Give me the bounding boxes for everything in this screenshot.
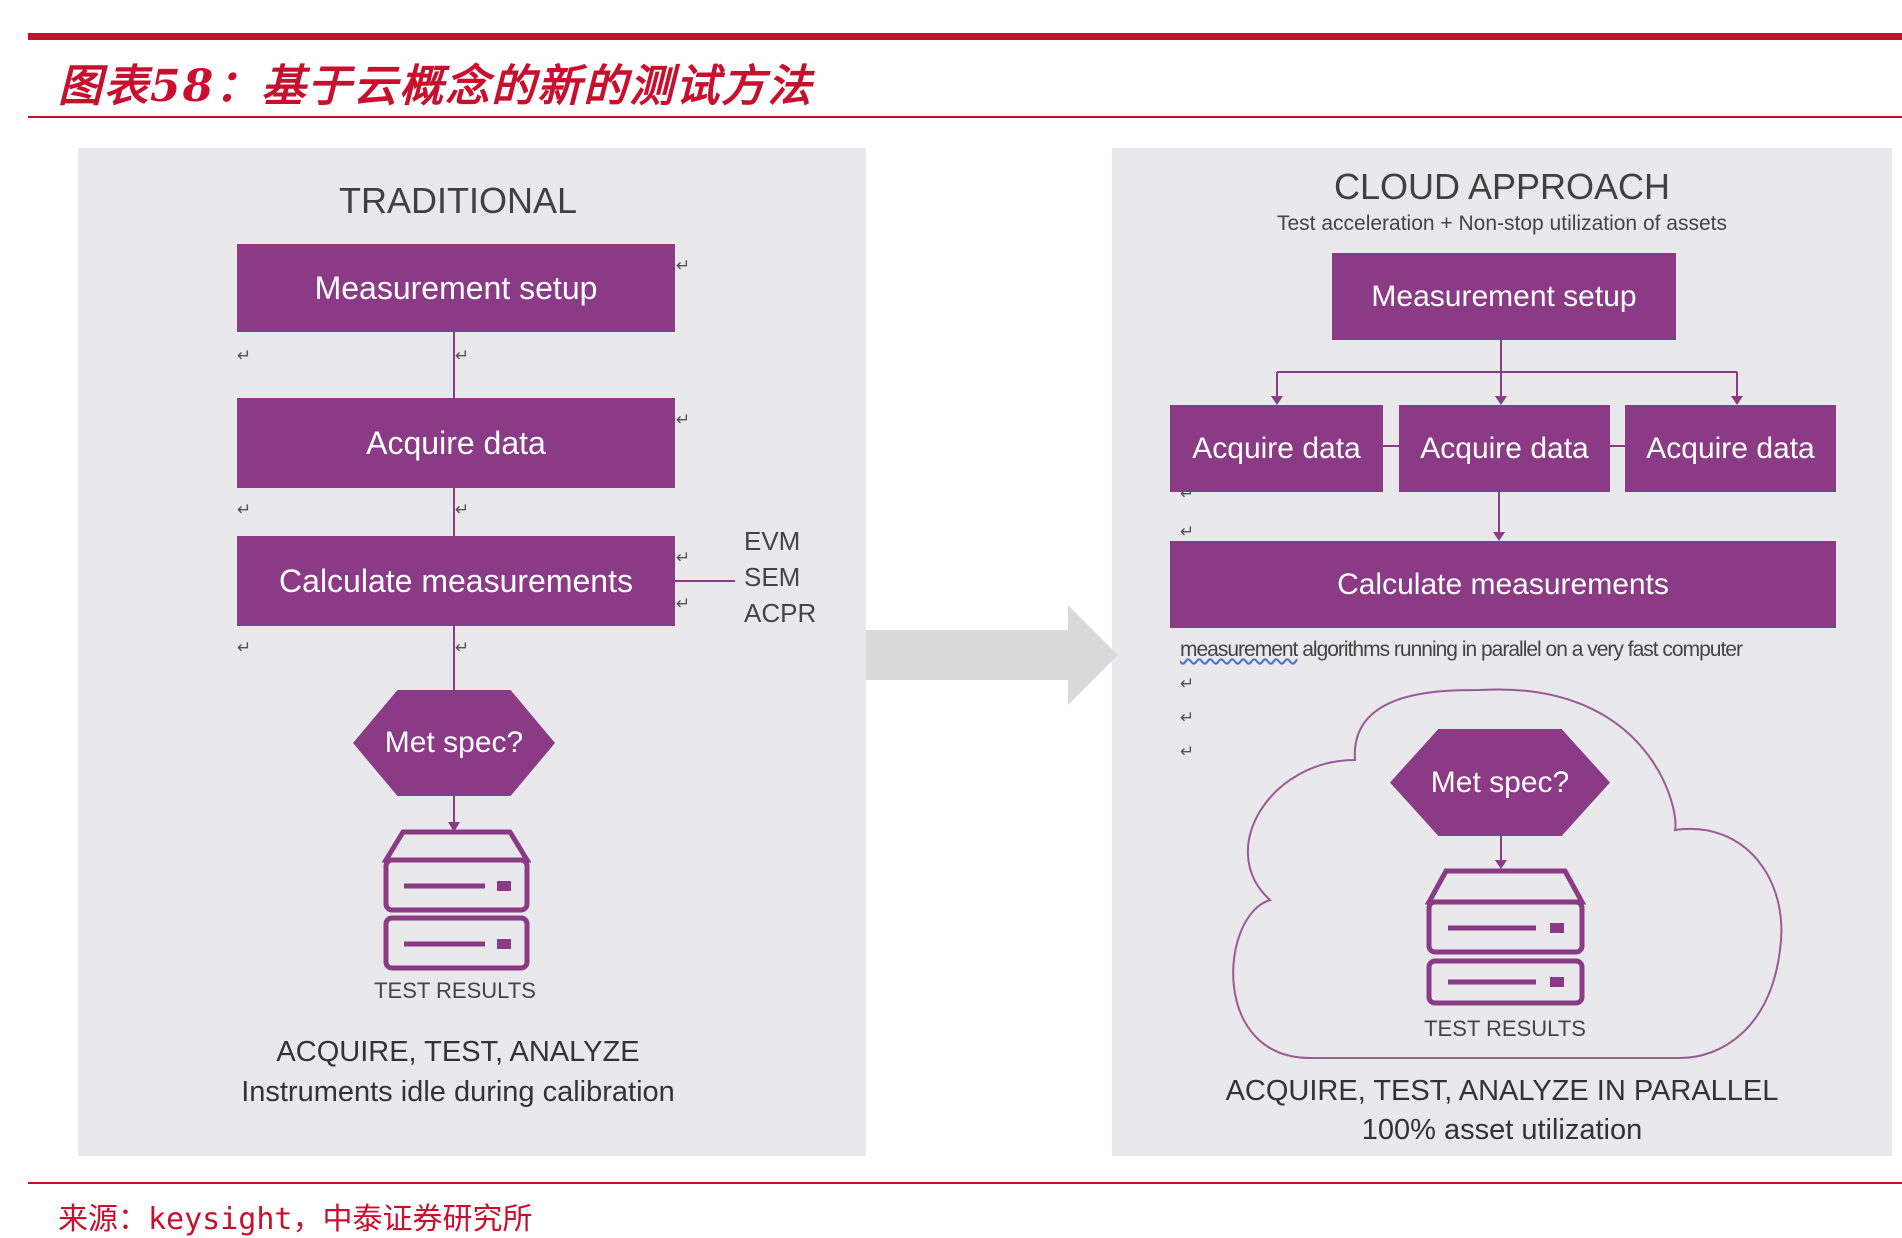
metric-sem: SEM [744,562,801,592]
paragraph-mark: ↵ [676,410,691,429]
paragraph-mark: ↵ [1180,522,1195,541]
paragraph-mark: ↵ [455,500,470,519]
cloud-outline-icon [1232,688,1783,1059]
acquire-data-box-3: Acquire data [1625,405,1836,492]
traditional-caption-2: Instruments idle during calibration [241,1076,675,1108]
acquire-data-box-2: Acquire data [1399,405,1610,492]
top-accent-bar [28,33,1902,40]
paragraph-mark: ↵ [237,638,252,657]
paragraph-mark: ↵ [455,346,470,365]
cloud-caption-1: ACQUIRE, TEST, ANALYZE IN PARALLEL [1225,1075,1779,1107]
calculate-measurements-box: Calculate measurements [237,536,675,626]
paragraph-mark: ↵ [237,500,252,519]
traditional-heading: TRADITIONAL [338,180,578,221]
footer-divider [28,1182,1902,1184]
paragraph-mark: ↵ [455,638,470,657]
cloud-calculate-measurements-box: Calculate measurements [1170,541,1836,628]
paragraph-mark: ↵ [1180,742,1195,761]
traditional-caption-1: ACQUIRE, TEST, ANALYZE [276,1036,640,1068]
paragraph-mark: ↵ [1180,674,1195,693]
cloud-heading: CLOUD APPROACH [1333,166,1671,207]
metric-evm: EVM [744,526,801,556]
acquire-data-box: Acquire data [237,398,675,488]
measurement-setup-box: Measurement setup [237,244,675,332]
cloud-measurement-setup-box: Measurement setup [1332,253,1676,340]
cloud-caption-2: 100% asset utilization [1361,1114,1643,1146]
paragraph-mark: ↵ [237,346,252,365]
acquire-data-box-1: Acquire data [1170,405,1383,492]
right-arrow-icon [866,605,1118,705]
cloud-results-label: TEST RESULTS [1424,1016,1586,1041]
figure-title: 图表58：基于云概念的新的测试方法 [58,61,814,112]
paragraph-mark: ↵ [1180,484,1195,503]
paragraph-mark: ↵ [676,594,691,613]
cloud-met-spec-decision: Met spec? [1390,729,1610,836]
figure-source: 来源：keysight，中泰证券研究所 [58,1202,533,1237]
paragraph-mark: ↵ [676,548,691,567]
parallel-note-keyword: measurement [1180,638,1298,661]
cloud-subheading: Test acceleration + Non-stop utilization… [1277,212,1727,235]
parallel-note: measurement algorithms running in parall… [1180,638,1743,662]
paragraph-mark: ↵ [676,256,691,275]
title-divider [28,116,1902,118]
parallel-note-rest: algorithms running in parallel on a very… [1297,638,1743,661]
met-spec-decision: Met spec? [353,690,555,796]
paragraph-mark: ↵ [1180,708,1195,727]
traditional-results-label: TEST RESULTS [374,978,536,1003]
metric-acpr: ACPR [744,598,817,628]
